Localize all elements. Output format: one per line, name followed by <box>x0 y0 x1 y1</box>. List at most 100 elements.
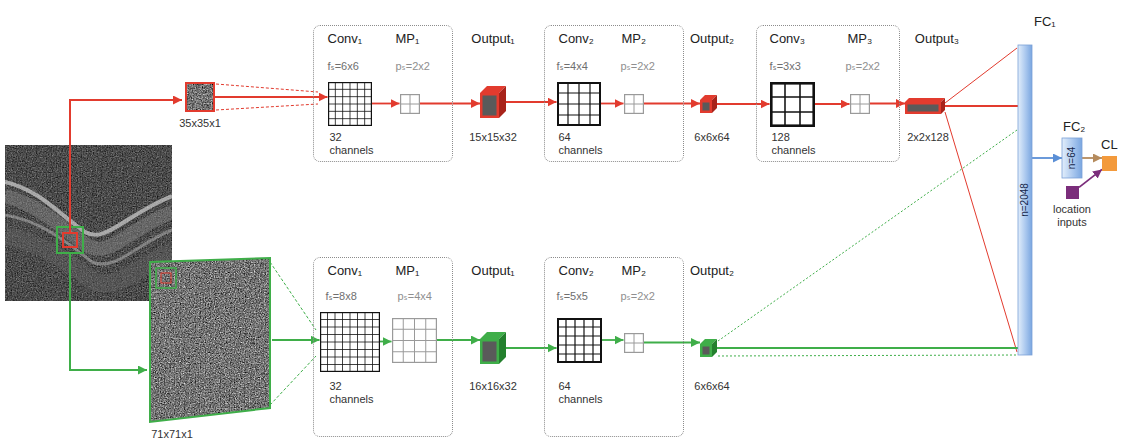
feature-map: Output₃2x2x128 <box>905 98 945 114</box>
feature-map-shape <box>700 339 717 357</box>
layer-title: FC₁ <box>1034 14 1056 29</box>
grid-line <box>624 342 644 343</box>
classifier-box: CL <box>1102 156 1117 171</box>
pool-size: pₛ=4x4 <box>398 290 432 303</box>
flow-connector <box>1079 169 1102 187</box>
grid-border <box>771 83 813 125</box>
pool-window-shape <box>624 94 644 114</box>
patch-pointer <box>70 253 147 370</box>
square-fill <box>1066 186 1079 199</box>
size-label: 2x2x128 <box>907 131 949 144</box>
fan-line <box>945 48 1017 103</box>
conv-filter-grid: fₛ=8x832 channels <box>320 312 380 372</box>
cube-front <box>701 345 711 356</box>
conv-filter-grid: fₛ=3x3128 channels <box>770 82 815 127</box>
filter-size: fₛ=5x5 <box>557 290 588 303</box>
size-label: 6x6x64 <box>694 380 729 393</box>
grid-border <box>558 319 601 362</box>
conv-filter-grid-shape <box>557 82 601 126</box>
square-fill <box>1102 156 1117 171</box>
grid-line <box>372 312 373 372</box>
patch-speckle <box>150 258 270 422</box>
grid-line <box>392 351 437 352</box>
grid-border <box>400 94 419 113</box>
filter-size: fₛ=4x4 <box>557 60 588 73</box>
oct-speckle <box>5 145 172 301</box>
cube-top <box>905 98 945 102</box>
size-label: 16x16x32 <box>469 380 517 393</box>
grid-line <box>364 82 365 126</box>
location-input-box-shape <box>1066 186 1079 199</box>
grid-line <box>592 318 593 363</box>
pool-window-shape <box>392 318 437 363</box>
projection-line <box>216 104 318 110</box>
inset-window <box>161 273 171 283</box>
layer-title: MP₂ <box>622 263 647 278</box>
size-label: location inputs <box>1042 203 1102 229</box>
grid-border <box>558 83 600 125</box>
layer-title: FC₂ <box>1063 119 1085 134</box>
layer-title: Conv₁ <box>328 263 363 278</box>
grid-line <box>320 356 380 357</box>
size-label: 71x71x1 <box>151 428 193 441</box>
projection-line <box>270 262 316 330</box>
local-window <box>63 233 77 247</box>
dense-layer: FC₁n=2048 <box>1018 45 1032 355</box>
grid-line <box>320 341 380 342</box>
flow-connector <box>815 103 850 105</box>
cube-front <box>906 103 940 113</box>
flow-connector <box>506 101 557 103</box>
grid-line <box>557 326 602 327</box>
filter-size: fₛ=3x3 <box>770 60 801 73</box>
layer-title: MP₂ <box>622 31 647 46</box>
patch-border <box>186 83 214 111</box>
patch-speckle <box>185 82 215 112</box>
cube-front <box>481 94 498 117</box>
grid-line <box>320 349 380 350</box>
grid-border <box>328 82 371 125</box>
unit-count: n=2048 <box>1019 183 1031 217</box>
filter-size: fₛ=6x6 <box>328 60 359 73</box>
flow-connector <box>601 103 624 105</box>
grid-line <box>364 312 365 372</box>
cube-side <box>499 332 506 364</box>
grid-line <box>557 353 602 354</box>
input-patch-shape <box>185 82 215 112</box>
feature-map-shape <box>905 98 945 114</box>
grid-line <box>589 82 590 126</box>
grid-line <box>320 364 380 365</box>
pool-size: pₛ=2x2 <box>621 290 655 303</box>
size-label: 128 channels <box>772 131 827 157</box>
feature-map: Output₁16x16x32 <box>480 332 506 364</box>
input-patch: 35x35x1 <box>185 82 215 112</box>
layer-group: Conv₃MP₃fₛ=3x3128 channelspₛ=2x2 <box>756 25 900 162</box>
flow-connector <box>717 103 770 105</box>
grid-line <box>557 344 602 345</box>
size-label: 35x35x1 <box>179 117 221 130</box>
flow-connector <box>372 103 400 105</box>
layer-title: Output₂ <box>690 263 734 278</box>
inset-window <box>156 268 176 288</box>
feature-map-shape <box>480 332 506 364</box>
cube-front <box>481 340 498 363</box>
grid-border <box>624 94 643 113</box>
flow-connector <box>420 103 481 105</box>
conv-filter-grid-shape <box>320 312 380 372</box>
pool-window-shape <box>850 94 870 114</box>
conv-filter-grid-shape <box>770 82 815 127</box>
grid-line <box>400 103 420 104</box>
flow-connector <box>215 96 328 98</box>
layer-title: Output₃ <box>915 31 959 46</box>
size-label: 15x15x32 <box>469 131 517 144</box>
layer-group: Conv₁MP₁fₛ=6x632 channelspₛ=2x2 <box>313 25 453 162</box>
pool-size: pₛ=2x2 <box>621 60 655 73</box>
layer-title: MP₃ <box>848 31 873 46</box>
grid-line <box>583 318 584 363</box>
bar-fill <box>1018 45 1032 355</box>
layer-title: Conv₁ <box>328 31 363 46</box>
flow-connector <box>717 347 1018 349</box>
oct-background <box>5 145 172 301</box>
layer-title: CL <box>1101 137 1118 152</box>
cube-side <box>941 98 945 114</box>
location-input-box: location inputs <box>1066 186 1079 199</box>
